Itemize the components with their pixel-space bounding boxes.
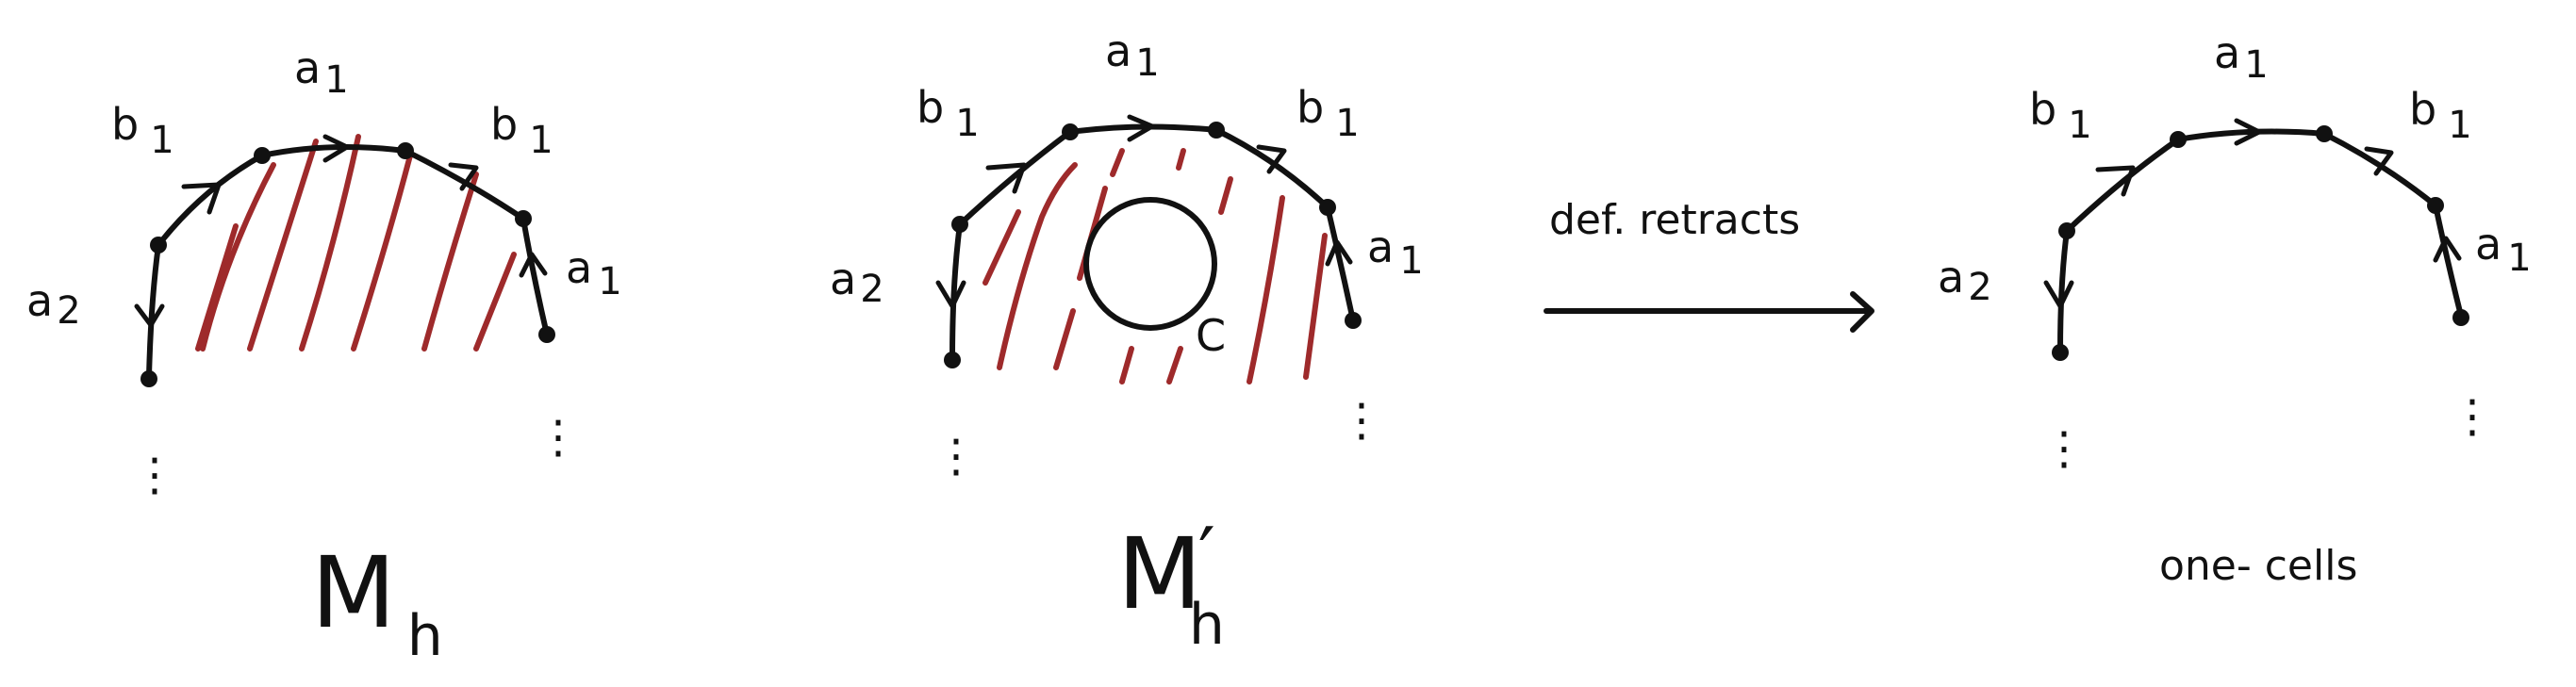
edge-a2 — [146, 242, 161, 380]
arrow-head-a1-right — [1325, 239, 1353, 267]
hatch-stroke — [1247, 195, 1285, 384]
vertex — [951, 216, 968, 233]
caption-m-prime-h: M′h — [1117, 512, 1225, 658]
arrow-head-a1-right — [519, 252, 548, 278]
vertex — [515, 210, 532, 227]
edge-a2 — [949, 221, 963, 361]
hatch-stroke — [983, 209, 1021, 286]
hatch-stroke — [200, 162, 276, 352]
vertex — [1208, 122, 1225, 139]
ellipsis-left: ⋮ — [132, 449, 177, 501]
edge-a1-top — [2175, 128, 2327, 142]
hatch-left — [195, 134, 517, 352]
edge-b1-left — [156, 153, 265, 248]
arrow-head-a2 — [935, 280, 966, 309]
edge-a1-right — [2433, 203, 2464, 319]
edge-b1-left — [957, 129, 1073, 227]
arrow-head-a1-right — [2433, 236, 2462, 263]
hatch-stroke — [421, 172, 479, 352]
hatch-stroke — [195, 223, 239, 352]
arrow-head-b1-left — [181, 182, 222, 215]
edge-a1-top — [259, 144, 408, 158]
ellipsis-right: ⋮ — [1339, 394, 1384, 447]
arrow-head-a2 — [2043, 280, 2074, 309]
vertex — [2058, 222, 2075, 239]
vertex — [538, 326, 555, 343]
hatch-stroke — [1218, 176, 1233, 215]
hatch-stroke — [1303, 233, 1328, 380]
arrow-head-a2 — [134, 303, 165, 328]
circle-c — [1083, 197, 1217, 331]
edge-b1-left — [2064, 137, 2181, 234]
edge-a1-right — [1325, 204, 1356, 323]
ellipsis-left: ⋮ — [933, 430, 979, 483]
hatch-stroke — [997, 162, 1078, 370]
arrow-head-b1-right — [448, 162, 479, 191]
edge-a1-top — [1067, 123, 1219, 135]
arrow-head-a1-top — [2234, 118, 2262, 146]
label-c: C — [1196, 310, 1226, 361]
arrow-label: def. retracts — [1549, 196, 1800, 244]
edge-b1-right — [403, 148, 526, 221]
vertex — [2316, 125, 2333, 142]
hatch-stroke — [473, 252, 517, 352]
arrow-head — [1850, 291, 1874, 333]
vertex — [397, 142, 414, 159]
ellipsis-right: ⋮ — [536, 411, 581, 464]
arrow-head-a1-top — [1127, 114, 1155, 142]
hatch-stroke — [1110, 148, 1125, 177]
hatch-stroke — [247, 139, 319, 352]
arrow-head-b1-right — [1256, 144, 1287, 174]
vertex — [150, 237, 167, 254]
vertex — [1345, 312, 1362, 329]
arrow-head-a1-top — [322, 134, 350, 163]
edge-a1-right — [520, 216, 550, 337]
vertex — [2170, 131, 2187, 148]
vertex — [1062, 123, 1079, 140]
ellipsis-left: ⋮ — [2041, 422, 2087, 475]
edge-a2 — [2057, 228, 2070, 353]
hatch-stroke — [1053, 308, 1076, 370]
ellipsis-right: ⋮ — [2450, 390, 2495, 443]
hatch-stroke — [299, 134, 361, 352]
caption-one-cells: one- cells — [2159, 542, 2357, 590]
hatch-stroke — [1176, 148, 1186, 171]
vertex — [2452, 309, 2469, 326]
hatch-stroke — [1166, 346, 1183, 384]
hatch-stroke — [351, 153, 413, 352]
vertex — [140, 370, 157, 387]
hatch-middle — [983, 148, 1328, 384]
retraction-arrow: def. retracts — [1544, 196, 1874, 333]
vertex — [944, 352, 961, 368]
arrow-head-b1-left — [985, 162, 1027, 194]
vertex — [2427, 197, 2444, 214]
arrow-head-b1-left — [2095, 165, 2136, 197]
vertex — [1319, 199, 1336, 216]
arrow-head-b1-right — [2364, 146, 2394, 176]
vertex — [2052, 344, 2069, 361]
vertex — [254, 147, 271, 164]
hatch-stroke — [1119, 346, 1134, 384]
